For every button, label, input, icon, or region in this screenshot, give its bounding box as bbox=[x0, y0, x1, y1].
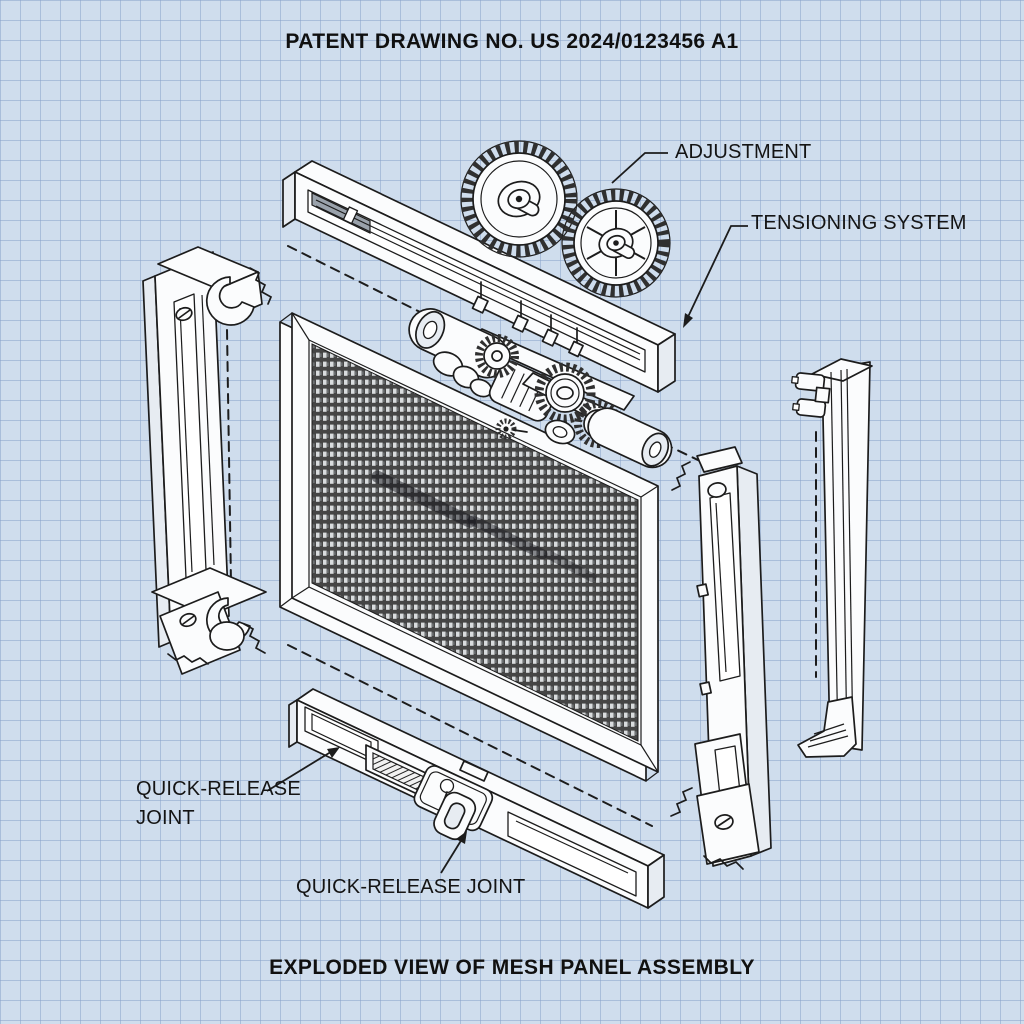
left-rail-top-joint bbox=[157, 246, 273, 326]
right-side-rail-inner bbox=[670, 446, 772, 870]
right-side-rail-outer bbox=[791, 358, 873, 758]
tension-gear-a bbox=[475, 334, 519, 378]
tensioning-leader-arrow bbox=[683, 225, 748, 328]
tension-knob bbox=[495, 418, 528, 440]
mesh-panel bbox=[279, 312, 659, 782]
bottom-rail bbox=[288, 688, 665, 909]
latch-shackle bbox=[433, 791, 477, 841]
top-rail-clips bbox=[471, 281, 584, 358]
label-quick-release-joint-left: QUICK-RELEASE JOINT bbox=[136, 778, 301, 830]
right-rail-bottom-joint bbox=[670, 733, 760, 870]
left-rail-bottom-joint bbox=[151, 567, 267, 675]
tension-roller-right bbox=[587, 407, 673, 469]
tensioning-mechanism bbox=[408, 308, 673, 469]
right-rail-foot bbox=[797, 696, 857, 758]
tension-gear-b bbox=[534, 362, 596, 424]
mesh-watermark-smudge bbox=[371, 470, 597, 583]
quick-release-latch bbox=[413, 765, 494, 841]
label-quick-release-joint-bottom: QUICK-RELEASE JOINT bbox=[296, 876, 526, 898]
adjustment-gear-small bbox=[561, 188, 671, 298]
adjustment-leader-line bbox=[611, 152, 668, 184]
label-quick-release-line2: JOINT bbox=[136, 807, 195, 829]
tension-roller-left bbox=[408, 308, 510, 379]
left-side-rail bbox=[142, 246, 273, 675]
drawing-title: PATENT DRAWING NO. US 2024/0123456 A1 bbox=[285, 30, 739, 53]
label-adjustment: ADJUSTMENT bbox=[675, 141, 812, 163]
quick-release-bottom-arrow bbox=[440, 831, 467, 874]
label-quick-release-line1: QUICK-RELEASE bbox=[136, 778, 301, 800]
adjustment-gear-large bbox=[460, 140, 578, 258]
label-tensioning-system: TENSIONING SYSTEM bbox=[751, 212, 967, 234]
top-rail bbox=[282, 160, 676, 393]
quick-release-left-arrow bbox=[266, 747, 340, 792]
right-rail-bracket bbox=[791, 372, 831, 418]
drawing-caption: EXPLODED VIEW OF MESH PANEL ASSEMBLY bbox=[269, 956, 755, 979]
